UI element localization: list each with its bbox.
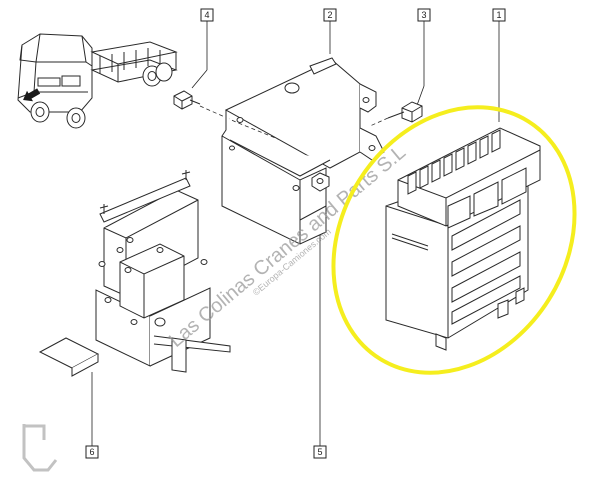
callout-3-label: 3 <box>421 10 426 20</box>
part-1-ecu-module <box>385 127 541 351</box>
callout-4: 4 <box>191 8 214 89</box>
part-6-base-plate <box>38 170 231 377</box>
part-3-screw <box>387 101 423 123</box>
highlight-ring <box>331 105 577 375</box>
tow-hook-icon <box>22 424 58 472</box>
part-4-bolt <box>173 90 201 110</box>
location-arrow-icon <box>23 88 41 102</box>
callout-2-label: 2 <box>327 10 332 20</box>
callout-2: 2 <box>323 8 337 54</box>
callout-6: 6 <box>85 372 99 459</box>
callout-4-label: 4 <box>204 10 209 20</box>
part-5-nut <box>311 172 330 192</box>
callout-3: 3 <box>415 8 431 109</box>
callout-5-label: 5 <box>317 447 322 457</box>
callout-1: 1 <box>492 8 506 122</box>
part-2-mounting-bracket <box>221 57 385 245</box>
vehicle-locator-thumbnail <box>17 33 178 129</box>
callout-1-label: 1 <box>496 10 501 20</box>
assembly-axis-3 <box>369 117 389 127</box>
callout-6-label: 6 <box>89 447 94 457</box>
